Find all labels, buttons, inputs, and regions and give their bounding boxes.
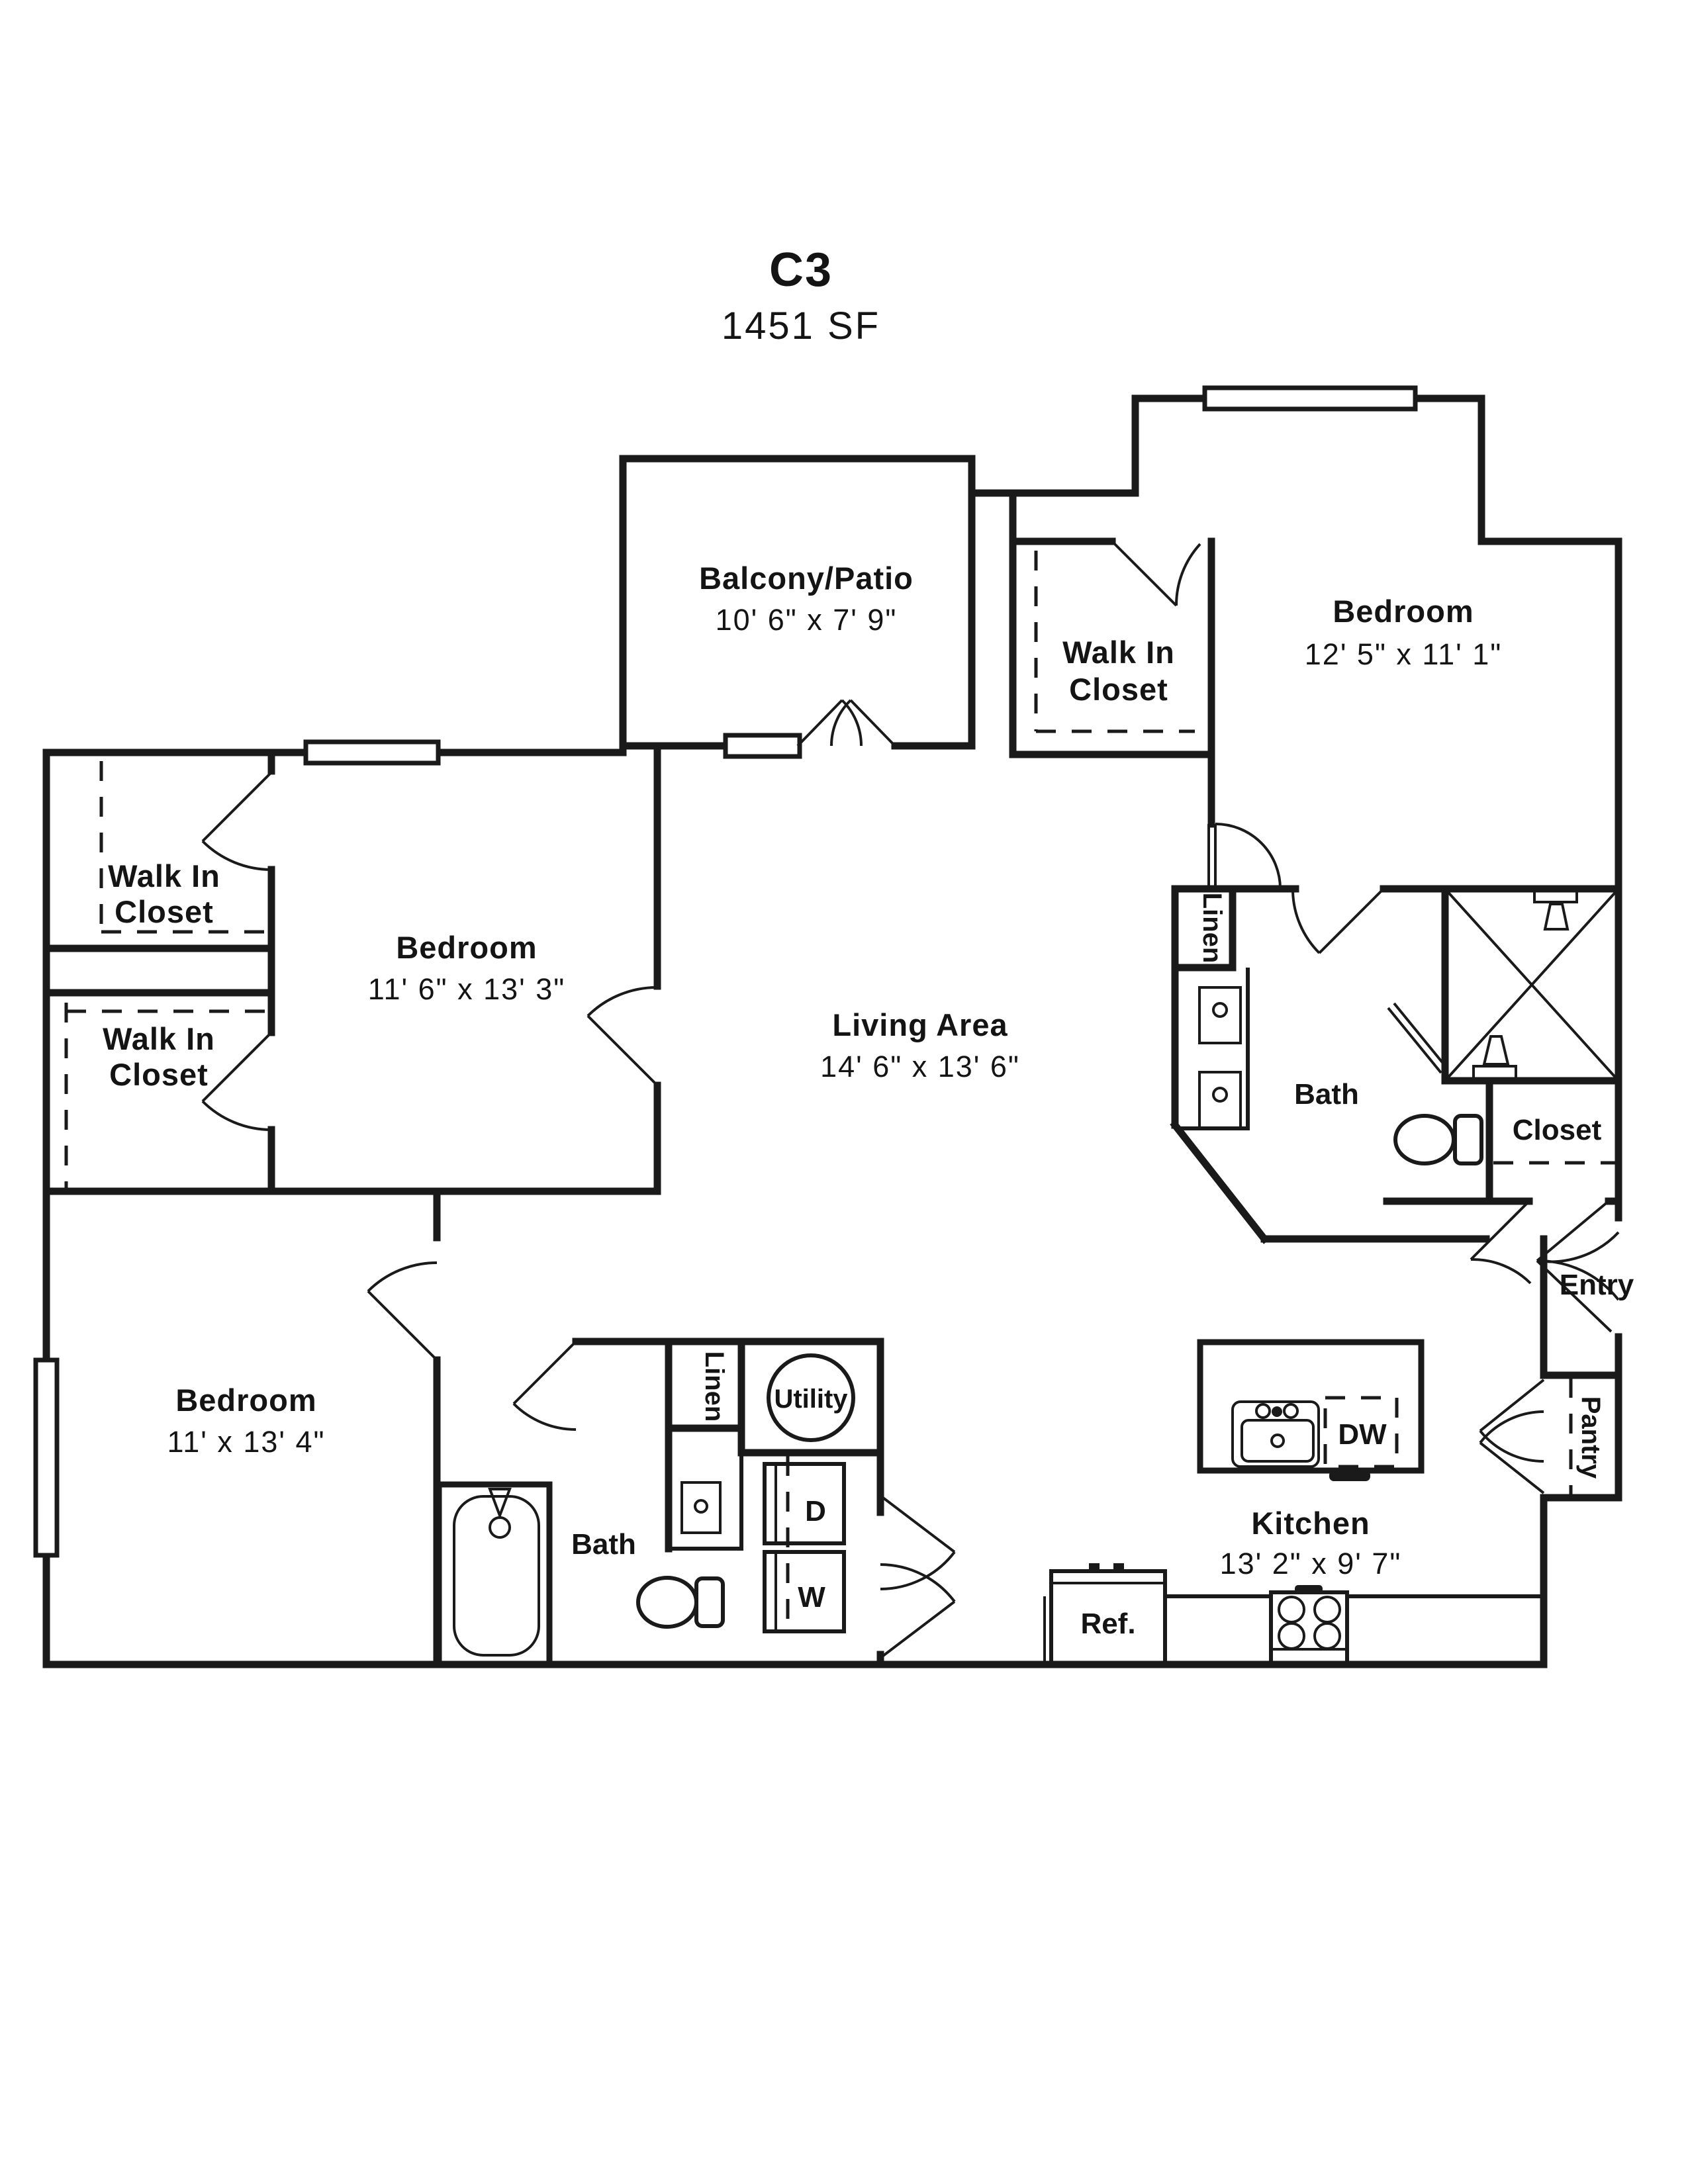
linen-right-label: Linen [1197,893,1227,964]
dryer-box [763,1462,846,1545]
toilet-middle-tank [694,1576,725,1628]
door-walkin-upper-left [201,771,273,872]
entry-label: Entry [1560,1269,1634,1301]
refrigerator-handle-1 [1089,1563,1100,1572]
door-bedroom-right [1207,823,1282,889]
kitchen-dims: 13' 2" x 9' 7" [1220,1547,1402,1580]
vanity-right [1175,968,1250,1130]
tub-surround [436,1481,553,1668]
bedroom-left-dims: 11' 6" x 13' 3" [368,972,565,1006]
burner-4 [1313,1622,1341,1650]
rod-walkin-top [1034,551,1195,733]
rod-walkin-lower-left [64,1003,268,1188]
toilet-right-bowl [1393,1114,1456,1165]
kitchen-sink-basin [1241,1419,1315,1463]
window-bedroom-right [1202,385,1418,412]
vanity-middle [669,1428,743,1551]
walkin-top-label-2: Closet [1069,672,1168,707]
burner-2 [1313,1596,1341,1623]
walkin-upper-left-label-1: Walk In [108,858,220,893]
sink-right-1 [1198,986,1242,1044]
door-balcony [796,699,896,747]
dishwasher-outline [1323,1396,1399,1469]
sink-right-2-drain [1212,1087,1228,1103]
tub-drain [489,1516,511,1539]
stove-handle [1295,1585,1323,1593]
windows [33,385,1418,1558]
linen-middle-label: Linen [700,1351,729,1422]
window-living-area [723,733,802,759]
living-label: Living Area [832,1007,1008,1042]
bath-middle-label: Bath [571,1528,636,1561]
bedroom-bottom-label: Bedroom [175,1383,316,1418]
kitchen-sink-drain [1270,1433,1285,1448]
door-shower [1387,1002,1448,1074]
kitchen-faucet-right [1283,1403,1299,1419]
shower-head-bottom [1472,1065,1517,1081]
sink-right-1-drain [1212,1002,1228,1018]
utility-circle [767,1353,855,1442]
door-walkin-top [1111,540,1201,607]
fixtures [436,887,1620,1668]
bedroom-left-label: Bedroom [396,930,537,965]
sink-right-2 [1198,1071,1242,1129]
door-bath-middle [512,1340,577,1431]
pantry-label: Pantry [1576,1396,1605,1479]
labels: C3 1451 SF Balcony/Patio 10' 6" x 7' 9" … [103,244,1634,1640]
walkin-top-label-1: Walk In [1062,635,1175,670]
walkin-upper-left-label-2: Closet [115,894,214,929]
burner-3 [1278,1622,1305,1650]
walkin-lower-left-label-2: Closet [109,1057,209,1092]
bedroom-bottom-dims: 11' x 13' 4" [167,1425,326,1459]
toilet-middle-bowl [636,1576,698,1629]
balcony-label: Balcony/Patio [699,561,914,596]
balcony-dims: 10' 6" x 7' 9" [716,603,898,637]
window-bedroom-bottom [33,1357,60,1558]
washer-box [763,1550,846,1633]
refrigerator-handle-2 [1113,1563,1124,1572]
doors [201,540,1620,1659]
dishwasher-label: DW [1338,1418,1387,1451]
shower-valve-top [1543,903,1570,931]
shower-head-top [1533,887,1578,903]
rod-walkin-upper-left [99,761,268,934]
living-dims: 14' 6" x 13' 6" [820,1050,1020,1083]
kitchen-island [1197,1339,1425,1474]
shower-valve-bottom [1482,1035,1510,1066]
dryer-label: D [805,1495,826,1527]
tub [453,1495,540,1657]
washer-label: W [798,1581,825,1614]
door-bath-right [1291,887,1385,954]
refrigerator-box [1049,1569,1167,1666]
refrigerator-label: Ref. [1080,1608,1135,1640]
door-pantry-double [1479,1379,1545,1494]
closet-right-label: Closet [1513,1114,1602,1146]
door-kitchen-double [879,1494,956,1659]
door-walkin-lower-left [201,1031,273,1132]
kitchen-label: Kitchen [1251,1506,1370,1541]
plan-code: C3 [769,244,833,296]
door-entry [1536,1200,1620,1333]
utility-label: Utility [774,1385,848,1414]
door-bedroom-bottom [367,1261,438,1361]
bedroom-right-label: Bedroom [1333,594,1474,629]
kitchen-faucet-left [1255,1403,1271,1419]
door-bedroom-left [586,985,659,1087]
toilet-right-tank [1453,1114,1483,1165]
plan-sqft: 1451 SF [722,304,880,347]
tub-faucet [488,1488,512,1520]
shower-x [1444,887,1620,1082]
burner-1 [1278,1596,1305,1623]
bath-right-label: Bath [1294,1078,1359,1111]
walkin-lower-left-label-1: Walk In [103,1021,215,1056]
window-bedroom-left [303,739,441,766]
kitchen-faucet-center [1272,1406,1282,1417]
island-handle [1329,1471,1370,1481]
sink-middle [680,1481,722,1534]
bedroom-right-dims: 12' 5" x 11' 1" [1305,637,1502,671]
kitchen-sink-outer [1231,1400,1320,1468]
door-closet-right [1470,1200,1532,1285]
sink-middle-drain [694,1499,708,1514]
